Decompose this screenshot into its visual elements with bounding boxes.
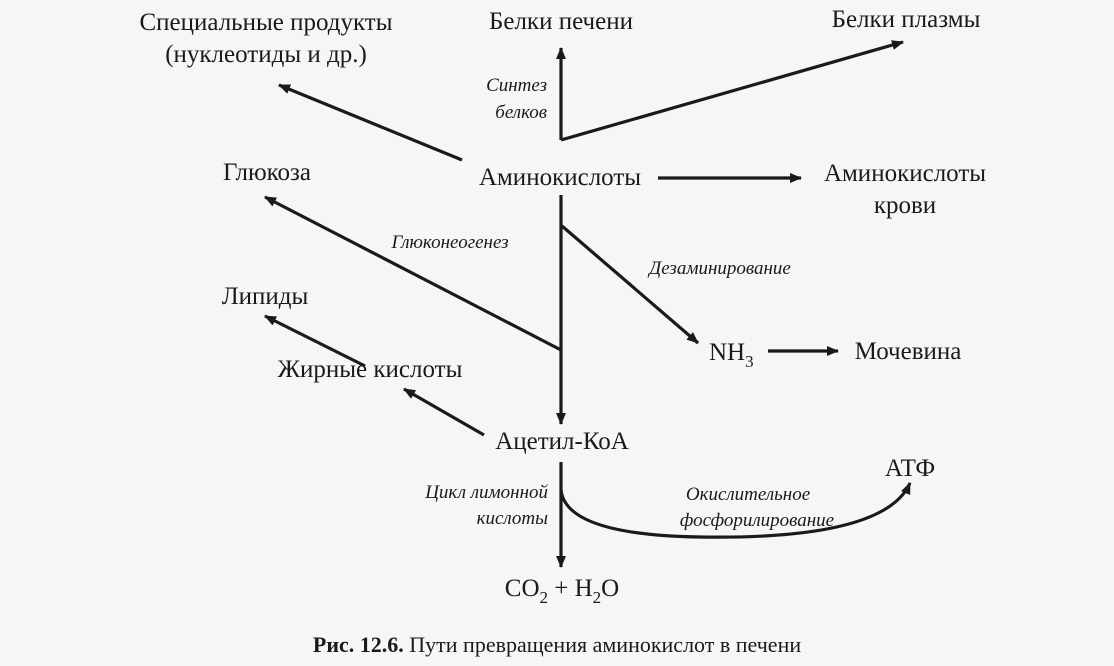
arrow-to-atp (559, 482, 912, 539)
node-fatty-acids: Жирные кислоты (278, 356, 463, 383)
node-lipids: Липиды (222, 283, 309, 310)
process-protein-synthesis-line1: Синтез (486, 75, 547, 96)
plus-h-text: + H (548, 575, 593, 602)
arrow-to-lipids (264, 314, 366, 368)
node-amino-acids: Аминокислоты (479, 164, 641, 191)
node-acetyl-coa: Ацетил-КоА (495, 428, 629, 455)
node-blood-amino-acids-line2: крови (874, 192, 936, 219)
node-nh3: NH3 (709, 339, 754, 371)
process-ox-phos-line1: Окислительное (686, 484, 810, 505)
node-atp: АТФ (885, 455, 935, 482)
arrow-to-fatty-acids (403, 387, 485, 437)
node-special-products-line1: Специальные продукты (139, 9, 392, 36)
caption-text: Пути превращения аминокислот в печени (404, 632, 802, 657)
arrow-to-nh3 (560, 224, 700, 345)
arrow-to-glucose (264, 195, 562, 352)
co2-subscript: 2 (540, 588, 549, 607)
nh3-subscript: 3 (745, 352, 754, 371)
node-glucose: Глюкоза (223, 159, 311, 186)
node-urea: Мочевина (855, 338, 962, 365)
node-plasma-proteins: Белки плазмы (832, 6, 981, 33)
caption-label: Рис. 12.6. (313, 632, 404, 657)
process-protein-synthesis-line2: белков (495, 102, 547, 123)
node-co2-h2o: CO2 + H2O (505, 575, 619, 607)
node-liver-proteins: Белки печени (489, 8, 633, 35)
process-deamination: Дезаминирование (647, 258, 791, 279)
co2-text: CO (505, 575, 540, 602)
h2o-subscript: 2 (593, 588, 602, 607)
o-text: O (601, 575, 619, 602)
process-citric-cycle-line1: Цикл лимонной (424, 482, 548, 503)
node-blood-amino-acids-line1: Аминокислоты (824, 160, 986, 187)
arrow-to-special-products (278, 83, 463, 162)
node-special-products-line2: (нуклеотиды и др.) (165, 41, 367, 68)
figure-caption: Рис. 12.6. Пути превращения аминокислот … (313, 632, 801, 657)
nh3-base: NH (709, 339, 745, 366)
process-gluconeogenesis: Глюконеогенез (390, 232, 508, 253)
arrow-to-plasma-proteins (560, 40, 904, 142)
process-citric-cycle-line2: кислоты (477, 508, 549, 529)
process-ox-phos-line2: фосфорилирование (680, 510, 834, 531)
